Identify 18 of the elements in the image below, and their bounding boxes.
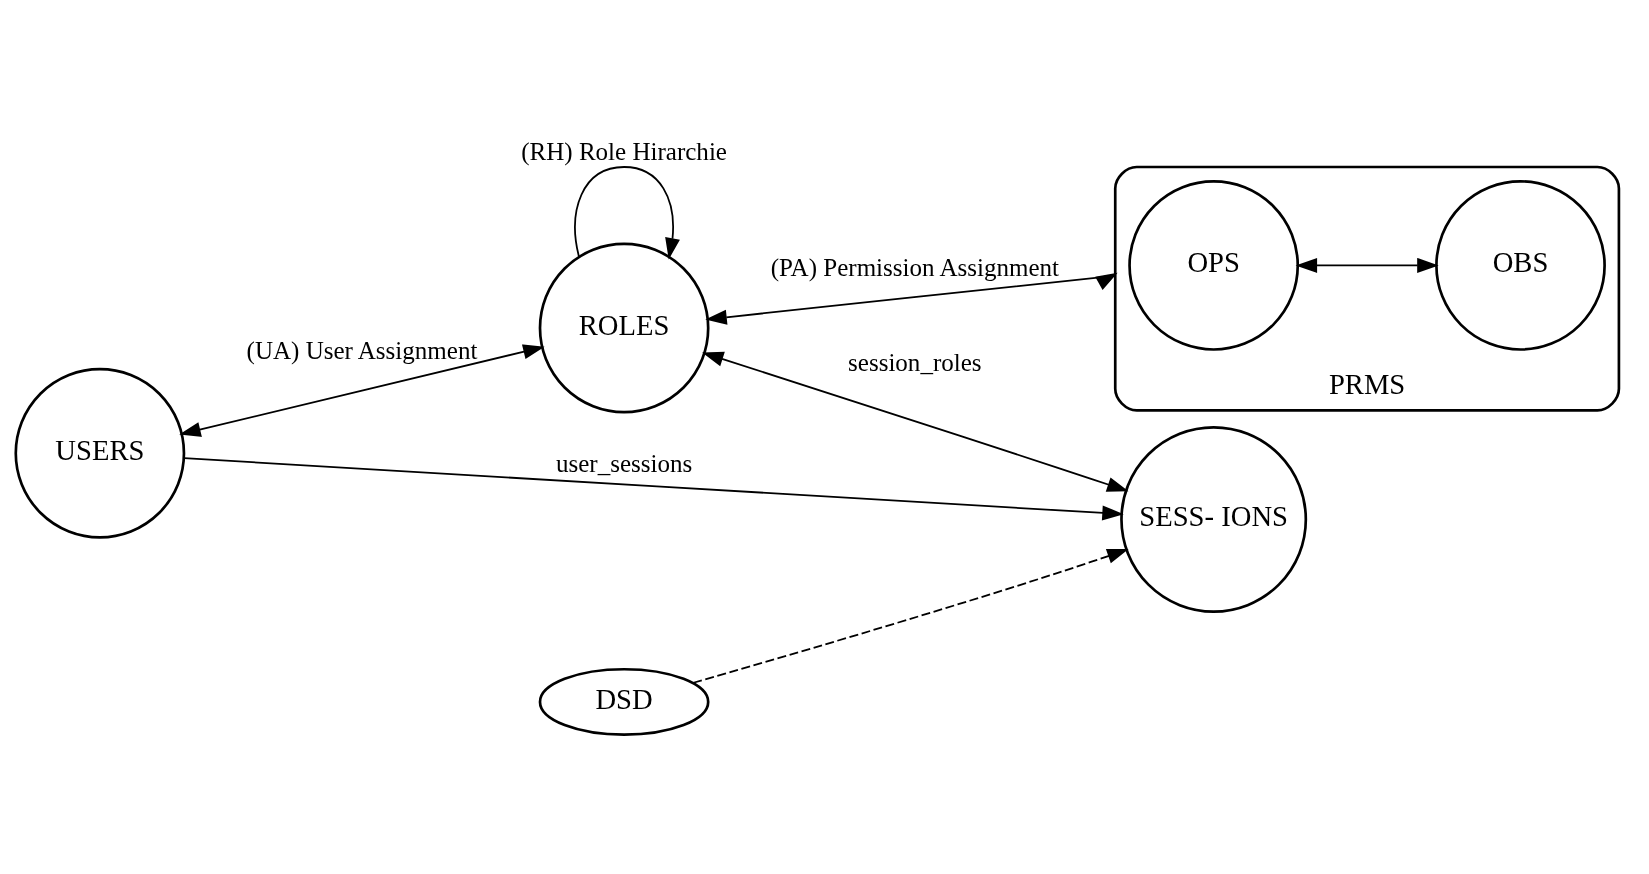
node-circle: OPS: [1128, 179, 1300, 351]
edge-label: (PA) Permission Assignment: [770, 253, 1060, 281]
arrow: [183, 456, 1124, 520]
edge-label: session_roles: [848, 348, 982, 376]
node-circle: SESS- IONS: [1120, 425, 1308, 613]
edge-label: (RH) Role Hirarchie: [521, 137, 727, 165]
arrow: [705, 272, 1118, 325]
arrow: [1295, 257, 1439, 273]
arrow: [574, 165, 680, 259]
node-circle: ROLES: [538, 242, 710, 413]
edge-label: user_sessions: [555, 449, 693, 477]
node-circle: OBS: [1435, 179, 1606, 351]
edge-label: (UA) User Assignment: [246, 336, 478, 364]
arrow: [692, 548, 1129, 684]
node-ellipse: DSD: [538, 667, 710, 736]
node-circle: USERS: [14, 367, 186, 539]
arrow: [179, 343, 545, 437]
arrow: [702, 351, 1129, 492]
